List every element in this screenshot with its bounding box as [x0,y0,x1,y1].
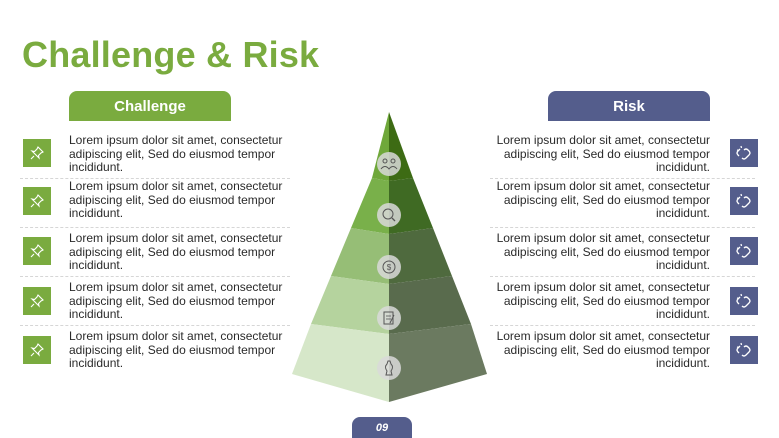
risk-item-3: Lorem ipsum dolor sit amet, consectetur … [496,231,710,272]
team-icon [377,152,401,176]
pin-icon [23,336,51,364]
pyramid-level-5-left [292,324,389,402]
challenge-item-1: Lorem ipsum dolor sit amet, consectetur … [69,133,283,174]
challenge-header: Challenge [69,91,231,121]
svg-text:$: $ [387,263,392,272]
pyramid-level-2-right [389,178,433,234]
broken-link-icon [730,187,758,215]
risk-item-1: Lorem ipsum dolor sit amet, consectetur … [496,133,710,174]
challenge-item-2: Lorem ipsum dolor sit amet, consectetur … [69,179,283,220]
broken-link-icon [730,336,758,364]
pyramid-level-3-right [389,228,452,284]
challenge-item-4: Lorem ipsum dolor sit amet, consectetur … [69,280,283,321]
clipboard-icon [377,306,401,330]
row-divider [490,276,755,277]
search-person-icon [377,203,401,227]
risk-item-5: Lorem ipsum dolor sit amet, consectetur … [496,329,710,370]
pin-icon [23,187,51,215]
pyramid-graphic: $ [292,112,487,402]
pin-icon [23,139,51,167]
row-divider [20,178,290,179]
broken-link-icon [730,237,758,265]
challenge-item-5: Lorem ipsum dolor sit amet, consectetur … [69,329,283,370]
row-divider [20,227,290,228]
pyramid-level-3-left [331,228,389,284]
slide-title: Challenge & Risk [22,34,320,75]
page-number: 09 [352,417,412,438]
row-divider [490,227,755,228]
pin-icon [23,237,51,265]
pin-icon [23,287,51,315]
pyramid-level-4-right [389,276,471,334]
row-divider [490,178,755,179]
risk-item-2: Lorem ipsum dolor sit amet, consectetur … [496,179,710,220]
row-divider [20,276,290,277]
chess-icon [377,356,401,380]
challenge-item-3: Lorem ipsum dolor sit amet, consectetur … [69,231,283,272]
coin-icon: $ [377,255,401,279]
broken-link-icon [730,287,758,315]
broken-link-icon [730,139,758,167]
row-divider [490,325,755,326]
pyramid-level-5-right [389,324,487,402]
pyramid-level-4-left [311,276,389,334]
row-divider [20,325,290,326]
risk-item-4: Lorem ipsum dolor sit amet, consectetur … [496,280,710,321]
risk-header: Risk [548,91,710,121]
